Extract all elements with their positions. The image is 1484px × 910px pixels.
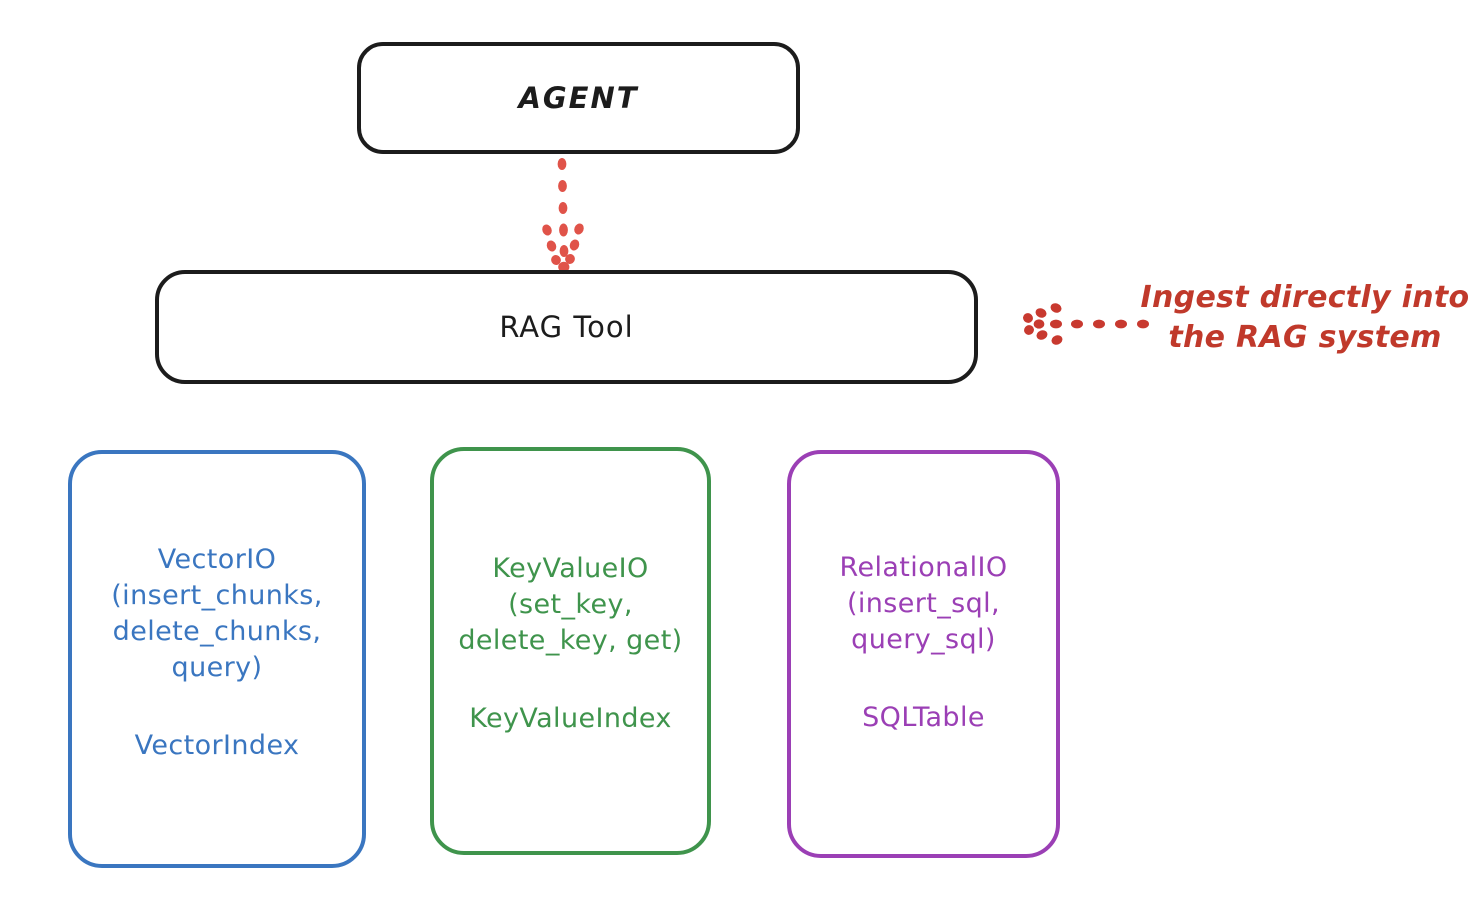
vector-io-index-label: VectorIndex: [134, 729, 300, 761]
vector-io-node[interactable]: VectorIO (insert_chunks, delete_chunks, …: [68, 450, 366, 868]
vector-io-content: VectorIO (insert_chunks, delete_chunks, …: [72, 454, 362, 761]
agent-node-label: AGENT: [518, 81, 639, 115]
relational-io-index-label: SQLTable: [862, 701, 985, 733]
vector-io-title: VectorIO (insert_chunks, delete_chunks, …: [111, 544, 323, 683]
ingest-annotation-text: Ingest directly into the RAG system: [1140, 280, 1470, 355]
agent-to-rag-tool-arrow: [505, 150, 625, 280]
relational-io-node[interactable]: RelationalIO (insert_sql, query_sql) SQL…: [787, 450, 1060, 858]
key-value-io-index-label: KeyValueIndex: [469, 702, 672, 734]
key-value-io-content: KeyValueIO (set_key, delete_key, get) Ke…: [434, 451, 707, 734]
relational-io-content: RelationalIO (insert_sql, query_sql) SQL…: [791, 454, 1056, 733]
ingest-into-rag-arrow: [1015, 295, 1155, 353]
agent-node[interactable]: AGENT: [357, 42, 800, 154]
key-value-io-title: KeyValueIO (set_key, delete_key, get): [458, 553, 683, 656]
rag-tool-node[interactable]: RAG Tool: [155, 270, 978, 384]
key-value-io-node[interactable]: KeyValueIO (set_key, delete_key, get) Ke…: [430, 447, 711, 855]
relational-io-title: RelationalIO (insert_sql, query_sql): [839, 552, 1008, 655]
rag-tool-node-label: RAG Tool: [499, 310, 634, 344]
